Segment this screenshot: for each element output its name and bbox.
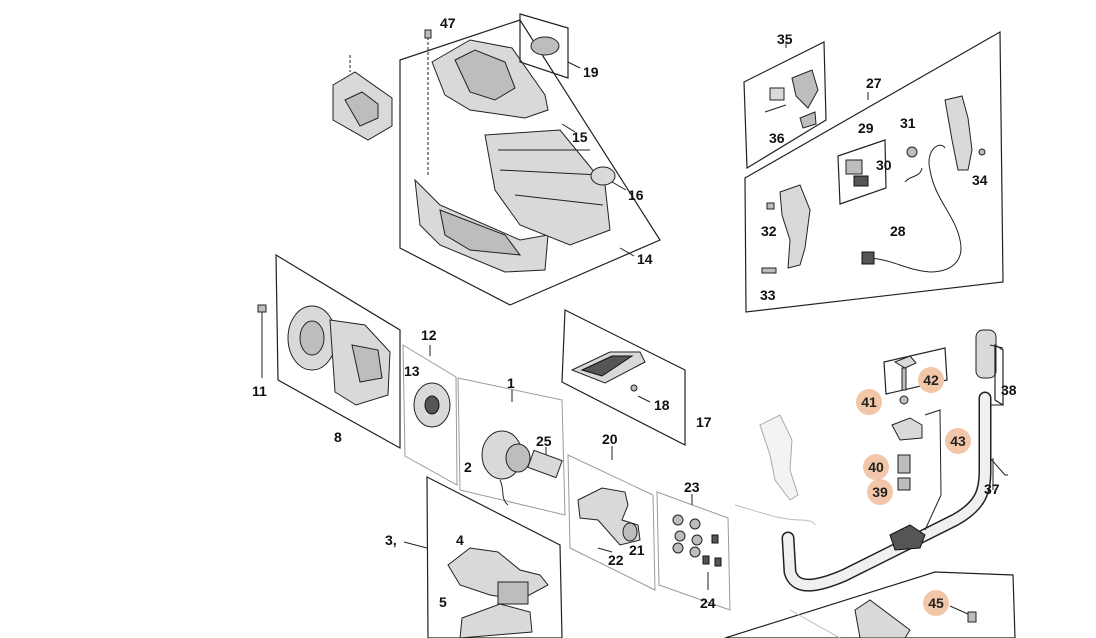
callout-34: 34 (972, 172, 988, 188)
callout-38: 38 (1001, 382, 1017, 398)
callout-21: 21 (629, 542, 645, 558)
callout-13: 13 (404, 363, 420, 379)
gear-housing-group-20: 20 21 22 (567, 431, 656, 591)
callout-24: 24 (700, 595, 716, 611)
callout-17: 17 (696, 414, 712, 430)
callout-29: 29 (858, 120, 874, 136)
callout-33: 33 (760, 287, 776, 303)
callout-18: 18 (654, 397, 670, 413)
callout-4: 4 (456, 532, 464, 548)
callout-30: 30 (876, 157, 892, 173)
callout-35: 35 (777, 31, 793, 47)
fan-cover-group-8: 11 8 (252, 253, 401, 450)
callout-32: 32 (761, 223, 777, 239)
callout-36: 36 (769, 130, 785, 146)
callout-28: 28 (890, 223, 906, 239)
fasteners-group-23: 23 24 (656, 479, 731, 611)
callout-31: 31 (900, 115, 916, 131)
callout-37: 37 (984, 481, 1000, 497)
housing-group-14: 47 19 15 16 14 (399, 13, 661, 306)
callout-2: 2 (464, 459, 472, 475)
callout-12: 12 (421, 327, 437, 343)
callout-27: 27 (866, 75, 882, 91)
callout-15: 15 (572, 129, 588, 145)
callout-20: 20 (602, 431, 618, 447)
callout-5: 5 (439, 594, 447, 610)
electronics-group-3: 3, 4 5 (385, 476, 563, 638)
highlight-circle-42 (918, 367, 944, 393)
callout-11: 11 (252, 383, 267, 399)
fan-group-12: 12 13 (402, 327, 458, 486)
callout-47: 47 (440, 15, 456, 31)
callout-14: 14 (637, 251, 653, 267)
callout-43: 43 (950, 433, 966, 449)
callout-40: 40 (868, 459, 884, 475)
highlight-circle-41 (856, 389, 882, 415)
callout-19: 19 (583, 64, 599, 80)
highlight-circle-39 (867, 479, 893, 505)
callout-42: 42 (923, 372, 939, 388)
callout-39: 39 (872, 484, 888, 500)
cap-part (332, 55, 393, 141)
callout-41: 41 (861, 394, 877, 410)
callout-45: 45 (928, 595, 944, 611)
callout-3: 3, (385, 532, 397, 548)
callout-23: 23 (684, 479, 700, 495)
cover-group-17: 18 17 (561, 309, 712, 446)
highlight-circle-45 (923, 590, 949, 616)
highlighted-callouts: 41 42 43 40 39 45 (856, 367, 971, 616)
callout-8: 8 (334, 429, 342, 445)
highlight-circle-43 (945, 428, 971, 454)
callout-22: 22 (608, 552, 624, 568)
highlight-circle-40 (863, 454, 889, 480)
motor-group-1: 1 25 2 (457, 375, 566, 516)
handlebar-group-37: 38 37 (724, 329, 1017, 638)
callout-25: 25 (536, 433, 552, 449)
callout-16: 16 (628, 187, 644, 203)
callout-1: 1 (507, 375, 515, 391)
handle-group-27: 35 36 27 29 31 30 34 32 28 33 (743, 30, 1004, 313)
